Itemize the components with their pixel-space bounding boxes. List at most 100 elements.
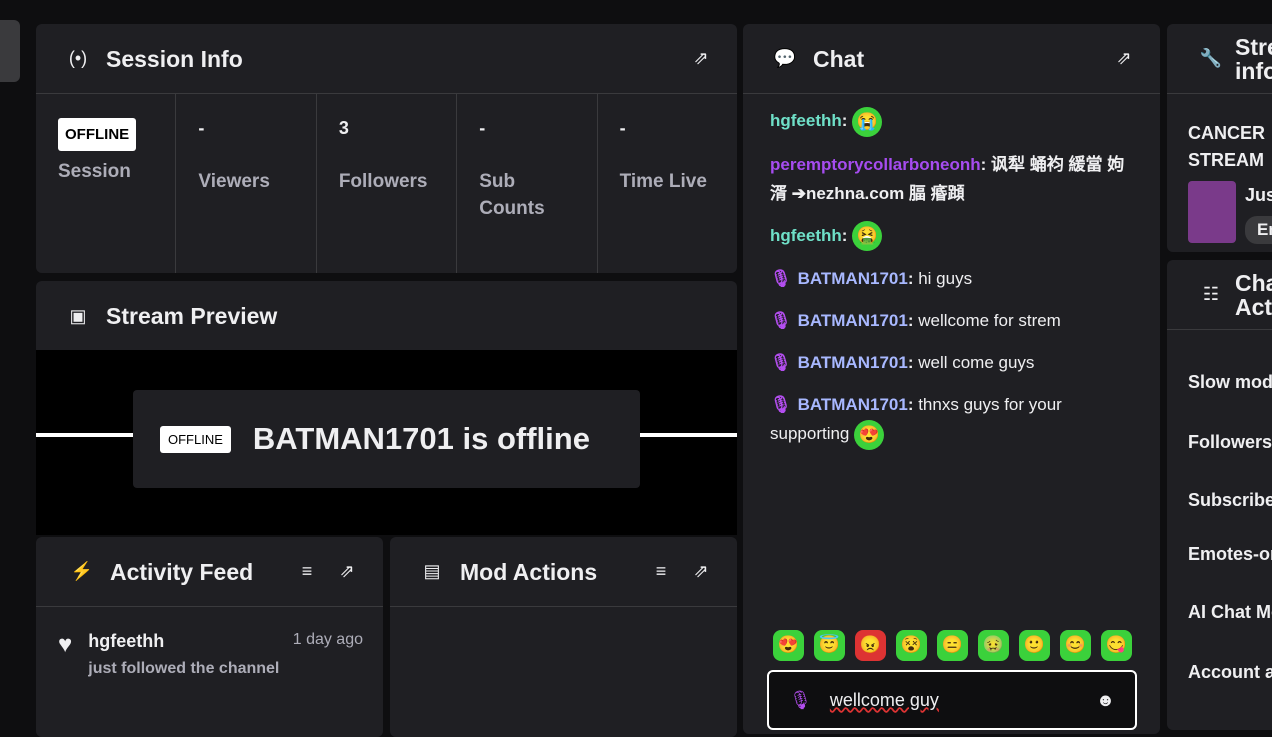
chat-username[interactable]: BATMAN1701 — [797, 353, 908, 373]
settings-toggle-icon: ☷ — [1202, 284, 1220, 304]
stat-label: Followers — [338, 171, 428, 192]
stat-viewers: - Viewers — [176, 94, 317, 273]
wrench-icon: 🔧 — [1199, 48, 1223, 68]
panel-title: Session Info — [106, 45, 243, 72]
action-followers-only[interactable]: Followers — [1188, 432, 1272, 452]
mic-icon: 🎙 — [789, 689, 812, 710]
emote-icon[interactable]: 😍 — [773, 630, 804, 661]
filter-icon[interactable]: ≡ — [655, 561, 667, 581]
panel-title: Stream Preview — [106, 303, 278, 329]
offline-badge: OFFLINE — [160, 425, 231, 453]
offline-message: BATMAN1701 is offline — [252, 421, 590, 456]
stat-value: - — [198, 118, 205, 138]
broadcast-icon: (•) — [68, 48, 88, 68]
chat-message: hgfeethh: 🤮 — [770, 221, 1130, 252]
document-icon: ▤ — [423, 561, 441, 581]
chat-input-value[interactable]: wellcome guy — [829, 689, 939, 710]
chat-username[interactable]: BATMAN1701 — [797, 311, 908, 331]
panel-title: Chat Actions — [1235, 269, 1272, 320]
action-slow-mode[interactable]: Slow mode — [1188, 372, 1272, 392]
chat-text: thnxs guys for your supporting — [770, 395, 1062, 444]
stat-value: - — [619, 118, 626, 138]
emote-icon[interactable]: 😇 — [814, 630, 845, 661]
stream-info-panel: 🔧Stream info CANCER STREAM Just Chatting… — [1167, 24, 1272, 252]
mic-badge-icon: 🎙 — [770, 311, 792, 331]
activity-item: ♥ hgfeethh 1 day ago just followed the ch… — [36, 607, 383, 678]
chat-message: 🎙BATMAN1701: hi guys — [770, 269, 973, 289]
activity-text: just followed the channel — [88, 660, 280, 677]
mic-badge-icon: 🎙 — [770, 395, 792, 415]
stat-session: OFFLINE Session — [36, 94, 177, 273]
action-ai-chat-mod[interactable]: AI Chat Mod — [1188, 602, 1272, 622]
lightning-icon: ⚡ — [70, 561, 94, 581]
popout-icon[interactable]: ⇗ — [693, 561, 709, 581]
video-icon: ▣ — [69, 305, 87, 326]
emote-icon[interactable]: 😠 — [855, 630, 886, 661]
chat-input[interactable]: 🎙 wellcome guy ☻ — [767, 670, 1137, 730]
chat-text: hi guys — [913, 269, 973, 289]
chat-bubble-icon: 💬 — [773, 48, 797, 68]
category-name[interactable]: Just Chatting — [1245, 185, 1272, 205]
chat-username[interactable]: peremptorycollarboneonh — [770, 154, 981, 174]
stream-preview-panel: ▣ Stream Preview — [36, 281, 737, 351]
mic-badge-icon: 🎙 — [770, 269, 792, 289]
chat-message: hgfeethh: 😭 — [770, 106, 1130, 137]
chat-username[interactable]: hgfeethh — [770, 111, 842, 130]
stat-time-live: - Time Live — [598, 94, 737, 273]
action-emotes-only[interactable]: Emotes-only — [1188, 544, 1272, 564]
mic-badge-icon: 🎙 — [770, 353, 792, 373]
chat-panel: 💬 Chat ⇗ hgfeethh: 😭 peremptorycollarboneo… — [743, 24, 1160, 734]
action-account-age[interactable]: Account age — [1188, 662, 1272, 682]
emote-icon[interactable]: 😵 — [896, 630, 927, 661]
stat-label: Sub Counts — [479, 171, 545, 219]
category-thumbnail[interactable] — [1188, 181, 1236, 243]
emoji-picker-icon[interactable]: ☻ — [1096, 689, 1115, 710]
panel-title: Activity Feed — [110, 558, 254, 585]
emote-icon[interactable]: 😊 — [1060, 630, 1091, 661]
chat-message: peremptorycollarboneonh: 讽犁 蛹袀 緩當 姁 湑 ➔n… — [770, 154, 1125, 203]
stat-value: 3 — [338, 118, 349, 138]
chat-messages: hgfeethh: 😭 peremptorycollarboneonh: 讽犁 … — [743, 94, 1160, 450]
emote-icon[interactable]: 🙂 — [1019, 630, 1050, 661]
emote-icon[interactable]: 🤢 — [978, 630, 1009, 661]
stat-value: - — [479, 118, 486, 138]
chat-username[interactable]: hgfeethh — [770, 225, 842, 245]
chat-username[interactable]: BATMAN1701 — [797, 395, 908, 415]
mod-actions-panel: ▤ Mod Actions ≡ ⇗ — [390, 537, 737, 737]
session-info-panel: (•) Session Info ⇗ OFFLINE Session - Viewers… — [36, 24, 737, 273]
stat-label: Time Live — [619, 171, 707, 192]
stream-preview[interactable]: OFFLINE BATMAN1701 is offline — [36, 350, 737, 535]
activity-feed-panel: ⚡ Activity Feed ≡ ⇗ ♥ hgfeethh 1 day ago jus… — [36, 537, 383, 737]
chat-text: well come guys — [913, 353, 1035, 373]
panel-title: Chat — [813, 45, 865, 72]
emote-icon[interactable]: 😑 — [937, 630, 968, 661]
stat-label: Viewers — [198, 171, 270, 192]
offline-badge: OFFLINE — [58, 118, 137, 151]
filter-icon[interactable]: ≡ — [301, 561, 313, 581]
stat-label: Session — [58, 161, 131, 182]
chat-message: 🎙BATMAN1701: wellcome for strem — [770, 311, 1061, 331]
language-tag[interactable]: En — [1245, 216, 1272, 244]
chat-message: 🎙BATMAN1701: well come guys — [770, 353, 1035, 373]
stat-subs: - Sub Counts — [457, 94, 598, 273]
heart-icon: ♥ — [58, 631, 73, 658]
emote-bar: 😍 😇 😠 😵 😑 🤢 🙂 😊 😋 — [773, 630, 1132, 661]
panel-title: Stream info — [1235, 33, 1272, 84]
action-subscribers-only[interactable]: Subscribers — [1188, 490, 1272, 510]
sick-emote-icon: 🤮 — [852, 221, 883, 252]
chat-text: wellcome for strem — [913, 311, 1061, 331]
popout-icon[interactable]: ⇗ — [1116, 48, 1132, 68]
chat-text: 讽犁 蛹袀 緩當 姁 湑 ➔nezhna.com 腷 痻蹞 — [770, 154, 1125, 203]
popout-icon[interactable]: ⇗ — [339, 561, 355, 581]
heart-eyes-emote-icon: 😍 — [854, 419, 885, 450]
emote-icon[interactable]: 😋 — [1101, 630, 1132, 661]
chat-username[interactable]: BATMAN1701 — [797, 269, 908, 289]
left-scroll-handle[interactable] — [0, 20, 20, 82]
activity-user: hgfeethh — [88, 631, 165, 651]
activity-time: 1 day ago — [292, 631, 363, 648]
panel-title: Mod Actions — [460, 558, 598, 585]
popout-icon[interactable]: ⇗ — [693, 48, 709, 68]
chat-actions-panel: ☷ Chat Actions Slow mode Followers Subscr… — [1167, 260, 1272, 730]
chat-message: 🎙BATMAN1701: thnxs guys for your support… — [770, 390, 1130, 450]
